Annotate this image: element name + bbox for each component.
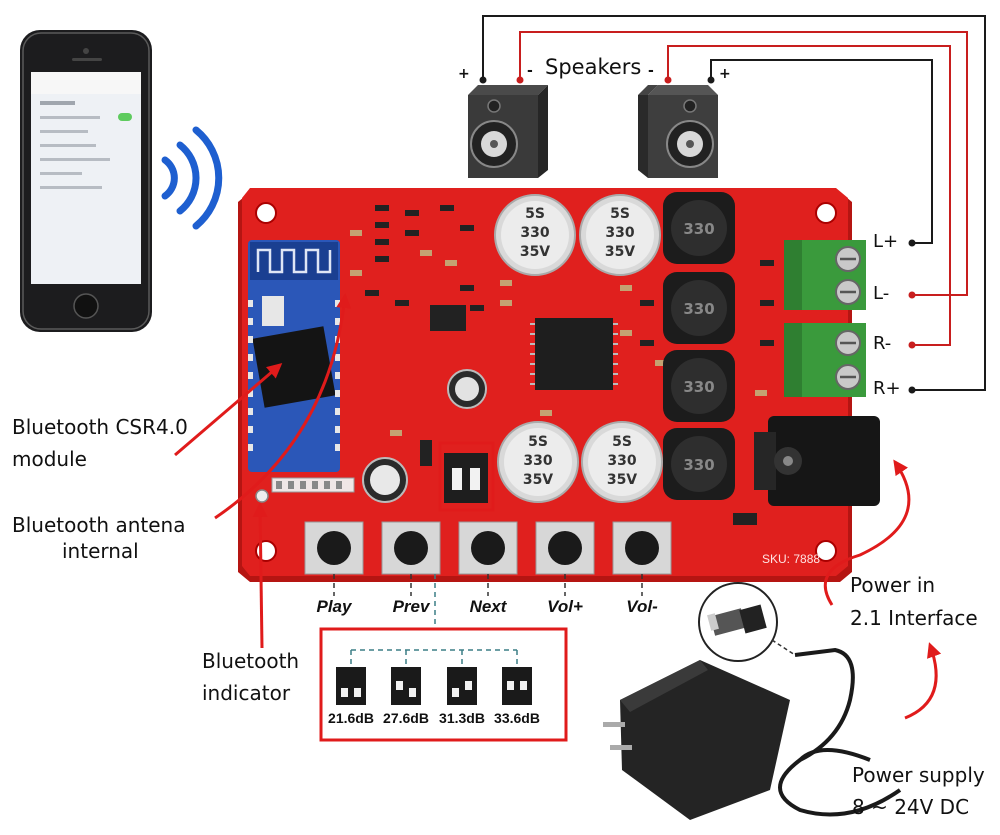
button-label-volplus: Vol+ xyxy=(530,597,600,617)
button-next-graphic xyxy=(459,522,517,574)
speaker-right-plus-sign: + xyxy=(719,66,731,82)
capacitor-3: 5S 330 35V xyxy=(498,422,578,502)
dip-icon-2 xyxy=(391,667,421,705)
svg-text:SKU: 7888: SKU: 7888 xyxy=(762,552,820,566)
dc-power-jack xyxy=(754,416,880,506)
gain-label-4: 33.6dB xyxy=(486,710,548,726)
arrow-power-supply xyxy=(905,645,936,718)
smartphone xyxy=(20,30,152,332)
dip-icon-1 xyxy=(336,667,366,705)
gain-label-3: 31.3dB xyxy=(431,710,493,726)
capacitor-1: 5S 330 35V xyxy=(495,195,575,275)
bluetooth-module xyxy=(248,240,340,472)
button-prev-graphic xyxy=(382,522,440,574)
svg-text:330: 330 xyxy=(520,225,549,241)
svg-text:330: 330 xyxy=(607,453,636,469)
terminal-block-left xyxy=(784,240,866,310)
wireless-signal-icon xyxy=(165,130,219,226)
bt-module-label-line1: Bluetooth CSR4.0 xyxy=(12,412,188,442)
svg-text:330: 330 xyxy=(683,220,714,238)
power-in-label-line1: Power in xyxy=(850,570,935,600)
dip-icon-3 xyxy=(447,667,477,705)
bt-module-label-line2: module xyxy=(12,444,87,474)
terminal-label-l-plus: L+ xyxy=(873,231,898,252)
arrow-bt-indicator xyxy=(260,505,262,648)
inductor-2: 330 xyxy=(663,272,735,344)
svg-text:330: 330 xyxy=(683,378,714,396)
speakers-label: Speakers xyxy=(545,52,641,82)
svg-text:35V: 35V xyxy=(605,244,635,260)
power-supply-label-line2: 8 ~ 24V DC xyxy=(852,792,969,822)
button-label-prev: Prev xyxy=(376,597,446,617)
svg-text:330: 330 xyxy=(605,225,634,241)
terminal-label-r-minus: R- xyxy=(873,333,891,354)
button-label-next: Next xyxy=(453,597,523,617)
bt-indicator-label-line1: Bluetooth xyxy=(202,646,299,676)
svg-text:330: 330 xyxy=(683,300,714,318)
terminal-label-r-plus: R+ xyxy=(873,378,901,399)
power-supply-label-line1: Power supply xyxy=(852,760,985,790)
speaker-right-minus-sign: - xyxy=(648,63,654,79)
inductor-1: 330 xyxy=(663,192,735,264)
svg-text:35V: 35V xyxy=(523,472,553,488)
dip-icon-4 xyxy=(502,667,532,705)
svg-text:35V: 35V xyxy=(607,472,637,488)
gain-label-2: 27.6dB xyxy=(375,710,437,726)
push-buttons xyxy=(305,522,671,574)
capacitor-4: 5S 330 35V xyxy=(582,422,662,502)
button-volminus-graphic xyxy=(613,522,671,574)
svg-text:5S: 5S xyxy=(528,434,548,450)
inductor-4: 330 xyxy=(663,428,735,500)
svg-text:5S: 5S xyxy=(525,206,545,222)
gain-label-1: 21.6dB xyxy=(320,710,382,726)
terminal-label-l-minus: L- xyxy=(873,283,889,304)
terminal-block-right xyxy=(784,323,866,397)
button-label-volminus: Vol- xyxy=(607,597,677,617)
button-label-play: Play xyxy=(299,597,369,617)
bt-antenna-label-line2: internal xyxy=(62,536,139,566)
capacitor-2: 5S 330 35V xyxy=(580,195,660,275)
svg-text:330: 330 xyxy=(523,453,552,469)
speaker-left-minus-sign: - xyxy=(527,63,533,79)
inductor-3: 330 xyxy=(663,350,735,422)
button-volplus-graphic xyxy=(536,522,594,574)
power-in-label-line2: 2.1 Interface xyxy=(850,603,978,633)
speaker-left xyxy=(468,85,548,178)
svg-text:330: 330 xyxy=(683,456,714,474)
button-play-graphic xyxy=(305,522,363,574)
speaker-right xyxy=(638,85,718,178)
svg-text:5S: 5S xyxy=(612,434,632,450)
bt-indicator-label-line2: indicator xyxy=(202,678,290,708)
speaker-left-plus-sign: + xyxy=(458,66,470,82)
svg-text:35V: 35V xyxy=(520,244,550,260)
svg-text:5S: 5S xyxy=(610,206,630,222)
